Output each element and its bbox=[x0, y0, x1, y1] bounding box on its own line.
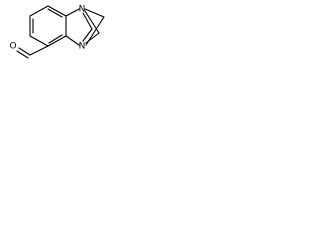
bond-cho-o-double bbox=[16, 50, 29, 59]
bond-ring-to-cho bbox=[29, 45, 49, 56]
bond-bridge2-n2 bbox=[82, 28, 93, 42]
bond-group bbox=[16, 5, 105, 59]
bond-bridge3-n2 bbox=[85, 32, 100, 44]
chemical-structure-diagram: N N O bbox=[9, 5, 105, 59]
bond-double-inner-2 bbox=[47, 8, 63, 18]
bond-c6-c1 bbox=[47, 5, 67, 17]
bond-n1-bridge3 bbox=[84, 10, 100, 34]
bond-c1-c2 bbox=[29, 5, 49, 17]
bond-double-inner-3 bbox=[48, 34, 63, 44]
bond-c4-c5 bbox=[47, 35, 67, 47]
bond-cho-o bbox=[18, 47, 31, 56]
atom-label-o1: O bbox=[9, 42, 16, 52]
bond-n1-bridge2 bbox=[82, 12, 93, 30]
atom-label-n1: N bbox=[79, 5, 86, 15]
bond-n1-bridge1 bbox=[84, 8, 105, 18]
bond-c5-n2 bbox=[65, 35, 80, 46]
bond-c6-n1 bbox=[65, 8, 80, 17]
structure-canvas: N N O bbox=[0, 0, 108, 65]
bond-c3-c4 bbox=[29, 35, 49, 47]
atom-label-n2: N bbox=[79, 42, 86, 52]
